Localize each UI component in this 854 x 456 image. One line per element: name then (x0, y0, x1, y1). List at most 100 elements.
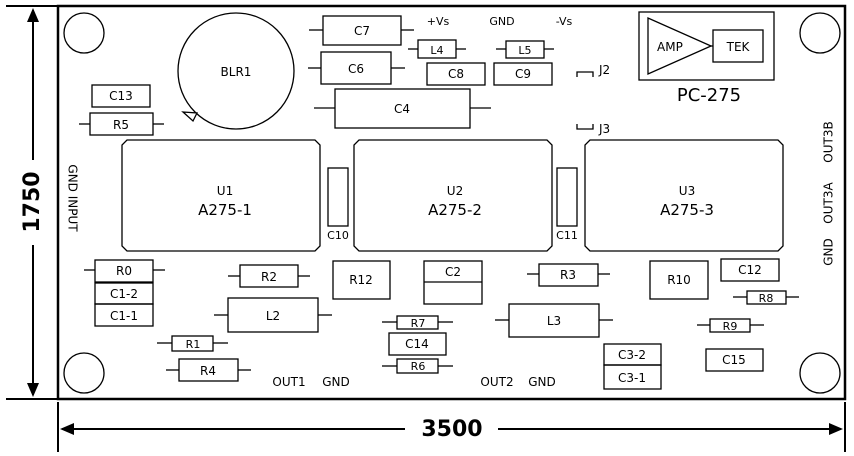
blr1-label: BLR1 (221, 65, 252, 79)
c13-body (91, 84, 151, 108)
r7-label: R7 (411, 317, 426, 330)
mounting-hole (63, 12, 105, 54)
width-dimension-label: 3500 (421, 417, 482, 442)
u1-part-label: A275-1 (198, 201, 252, 219)
r5-label: R5 (113, 118, 129, 132)
r10-body (649, 260, 709, 300)
u2-part-label: A275-2 (428, 201, 482, 219)
u1-ref-label: U1 (217, 184, 233, 198)
l3-body (508, 303, 600, 338)
c3-2-label: C3-2 (618, 348, 646, 362)
c4-body (334, 88, 471, 129)
mounting-holes (63, 12, 841, 394)
r9-body (709, 318, 751, 333)
c9-body (493, 62, 553, 86)
neg-supply-label: -Vs (556, 15, 573, 28)
height-dimension-label: 1750 (20, 171, 45, 232)
r8-body (746, 290, 787, 305)
c7-body (322, 15, 402, 46)
r6-body (396, 358, 439, 374)
c6-body (320, 51, 392, 85)
board-outline (56, 4, 847, 401)
c1-1-label: C1-1 (110, 309, 138, 323)
u1-module (121, 139, 321, 252)
r1-body (171, 335, 214, 352)
height-dimension (6, 5, 60, 400)
arrow-up-icon (27, 8, 39, 22)
pc275-logo (638, 11, 775, 81)
c10-label: C10 (327, 229, 349, 242)
l5-label: L5 (518, 44, 531, 57)
r6-label: R6 (411, 360, 426, 373)
c3-1-label: C3-1 (618, 371, 646, 385)
c6-label: C6 (348, 62, 364, 76)
r9-label: R9 (723, 320, 738, 333)
r0-body (94, 259, 154, 283)
c12-label: C12 (738, 263, 762, 277)
c8-label: C8 (448, 67, 464, 81)
l5-body (505, 40, 545, 59)
c11-label: C11 (556, 229, 578, 242)
l2-body (227, 297, 319, 333)
c3-1-body (603, 364, 662, 390)
u2-module (353, 139, 553, 252)
logo-model-label: PC-275 (677, 85, 741, 106)
r2-body (239, 264, 299, 288)
c14-label: C14 (405, 337, 429, 351)
arrow-left-icon (60, 423, 74, 435)
r10-label: R10 (667, 273, 691, 287)
u3-ref-label: U3 (679, 184, 695, 198)
r5-body (89, 112, 154, 136)
c12-body (720, 258, 780, 282)
c13-label: C13 (109, 89, 133, 103)
out1-label: OUT1 (272, 375, 305, 389)
r7-body (396, 315, 439, 330)
r3-label: R3 (560, 268, 576, 282)
mounting-hole (63, 352, 105, 394)
right-out3b-label: OUT3B (822, 121, 836, 162)
r1-label: R1 (186, 338, 201, 351)
width-dimension (57, 402, 846, 452)
right-gnd-label: GND (822, 238, 836, 266)
r3-body (538, 263, 599, 287)
c11-body (556, 167, 578, 227)
u3-module (584, 139, 784, 252)
l2-label: L2 (266, 309, 280, 323)
j2-connector (576, 71, 594, 77)
c1-1-body (94, 303, 154, 327)
c7-label: C7 (354, 24, 370, 38)
u3-part-label: A275-3 (660, 201, 714, 219)
r0-label: R0 (116, 264, 132, 278)
l3-label: L3 (547, 314, 561, 328)
l4-body (417, 39, 457, 59)
right-out3a-label: OUT3A (822, 182, 836, 224)
left-edge-label: GND INPUT (66, 164, 80, 232)
blr1-component (177, 12, 295, 130)
pos-supply-label: +Vs (427, 15, 450, 28)
arrow-down-icon (27, 383, 39, 397)
r12-label: R12 (349, 273, 373, 287)
c15-label: C15 (722, 353, 746, 367)
j3-connector (576, 124, 594, 130)
out2-label: OUT2 (480, 375, 513, 389)
r12-body (332, 260, 391, 300)
c4-label: C4 (394, 102, 410, 116)
out2-gnd-label: GND (528, 375, 556, 389)
j3-label: J3 (598, 122, 610, 136)
c1-2-label: C1-2 (110, 287, 138, 301)
c8-body (426, 62, 486, 86)
logo-tek-label: TEK (726, 40, 751, 54)
c9-label: C9 (515, 67, 531, 81)
mounting-hole (799, 12, 841, 54)
arrow-right-icon (829, 423, 843, 435)
c14-body (388, 332, 447, 356)
r4-label: R4 (200, 364, 216, 378)
gnd-supply-label: GND (489, 15, 514, 28)
r8-label: R8 (759, 292, 774, 305)
mounting-hole (799, 352, 841, 394)
amp-triangle-icon (647, 16, 713, 76)
c10-body (327, 167, 349, 227)
l4-label: L4 (430, 44, 443, 57)
out1-gnd-label: GND (322, 375, 350, 389)
